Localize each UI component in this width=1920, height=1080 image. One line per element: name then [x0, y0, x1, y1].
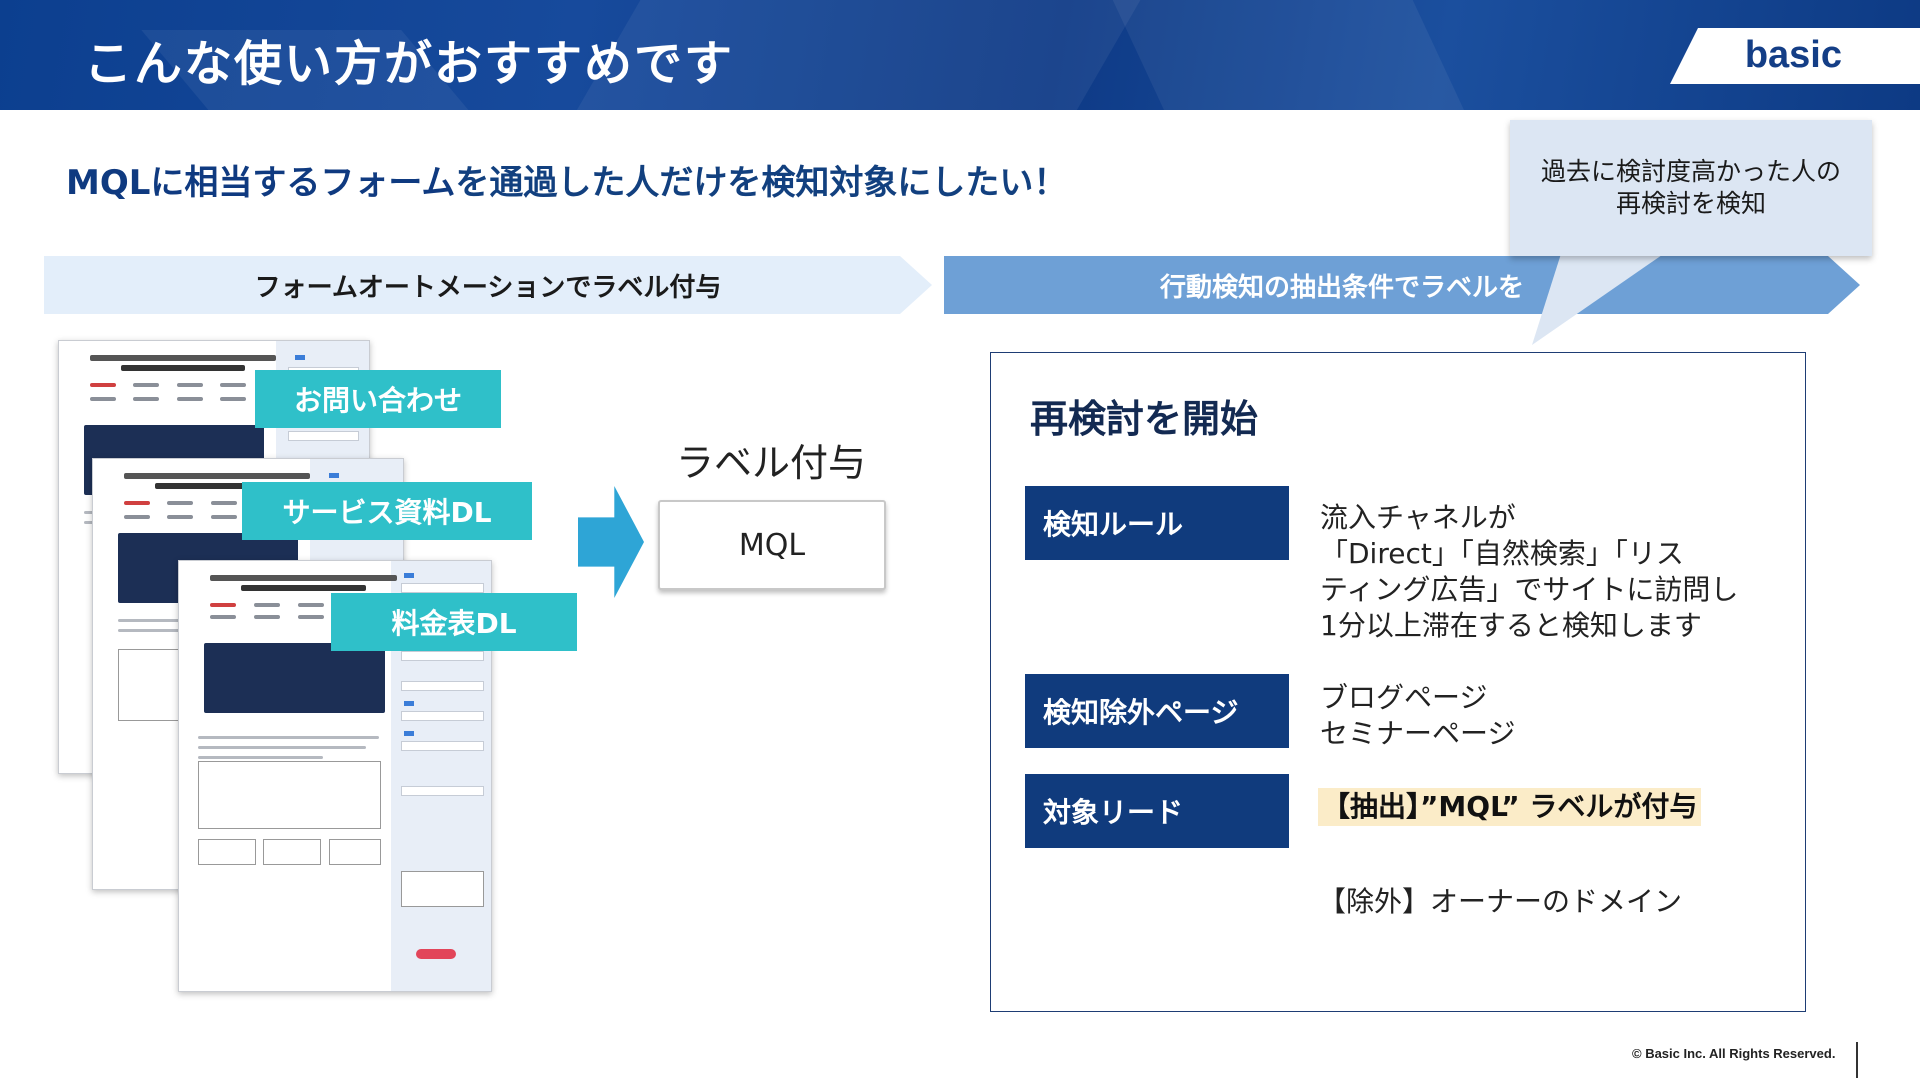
target-extract-highlight: 【抽出】”MQL” ラベルが付与	[1318, 788, 1702, 826]
headline-strong: MQLに相当するフォーム	[66, 163, 456, 203]
excluded-page-blog: ブログページ	[1320, 681, 1488, 714]
step-chevron-behavior-detection: 行動検知の抽出条件でラベルを	[944, 256, 1860, 314]
header-banner	[0, 0, 1920, 110]
rule-key-target-lead: 対象リード	[1025, 774, 1289, 848]
chevron-left-label: フォームオートメーションでラベル付与	[254, 272, 722, 303]
rule-key-excluded-pages: 検知除外ページ	[1025, 674, 1289, 748]
rule-line: 流入チャネルが	[1320, 501, 1516, 534]
callout-bubble: 過去に検討度高かった人の 再検討を検知	[1510, 120, 1872, 256]
panel-title: 再検討を開始	[1030, 397, 1259, 441]
form-label-contact: お問い合わせ	[255, 370, 501, 428]
form-label-pricing-dl: 料金表DL	[331, 593, 577, 651]
footer-divider	[1856, 1042, 1858, 1078]
excluded-page-seminar: セミナーページ	[1320, 717, 1516, 750]
target-exclude-owner-domain: 【除外】オーナーのドメイン	[1318, 885, 1683, 918]
form-label-service-dl: サービス資料DL	[242, 482, 532, 540]
mql-label-box: MQL	[658, 500, 886, 590]
rule-line: 1分以上滞在すると検知します	[1320, 609, 1702, 642]
callout-line-2: 再検討を検知	[1615, 189, 1766, 218]
page-title: こんな使い方がおすすめです	[84, 36, 735, 92]
step-chevron-form-automation: フォームオートメーションでラベル付与	[44, 256, 932, 314]
brand-logo: basic	[1744, 34, 1842, 76]
chevron-right-label: 行動検知の抽出条件でラベルを	[1159, 272, 1524, 303]
right-arrow-icon	[578, 486, 644, 598]
logo-tab	[1670, 28, 1920, 84]
label-assign-caption: ラベル付与	[676, 441, 867, 485]
copyright: © Basic Inc. All Rights Reserved.	[1632, 1046, 1836, 1061]
rule-value-detection-rule: 流入チャネルが 「Direct」「自然検索」「リス ティング広告」でサイトに訪問…	[1320, 500, 1738, 644]
callout-line-1: 過去に検討度高かった人の	[1540, 157, 1841, 186]
rule-line: ティング広告」でサイトに訪問し	[1320, 573, 1739, 606]
rule-key-detection-rule: 検知ルール	[1025, 486, 1289, 560]
headline: MQLに相当するフォームを通過した人だけを検知対象にしたい！	[66, 155, 1067, 204]
rule-line: 「Direct」「自然検索」「リス	[1320, 537, 1684, 570]
headline-rest: を通過した人だけを検知対象にしたい！	[455, 163, 1068, 203]
rule-value-excluded-pages: ブログページ セミナーページ	[1320, 680, 1515, 752]
